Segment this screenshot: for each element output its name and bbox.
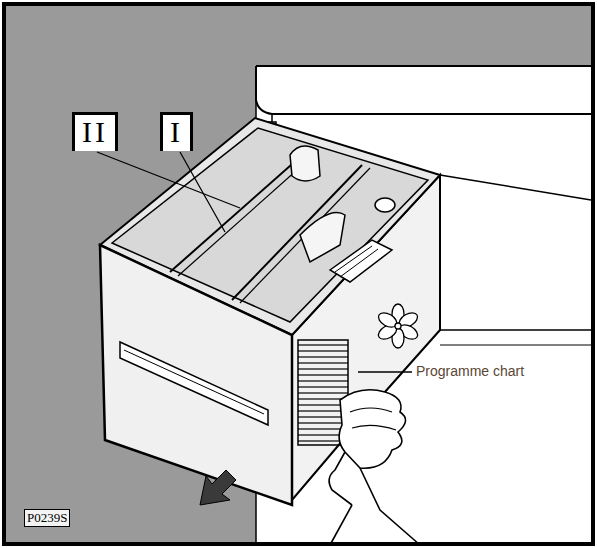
figure-code: P0239S	[24, 509, 70, 527]
part-label: Programme chart	[414, 363, 526, 379]
compartment-label: II	[72, 112, 118, 151]
compartment-label: I	[160, 112, 193, 151]
